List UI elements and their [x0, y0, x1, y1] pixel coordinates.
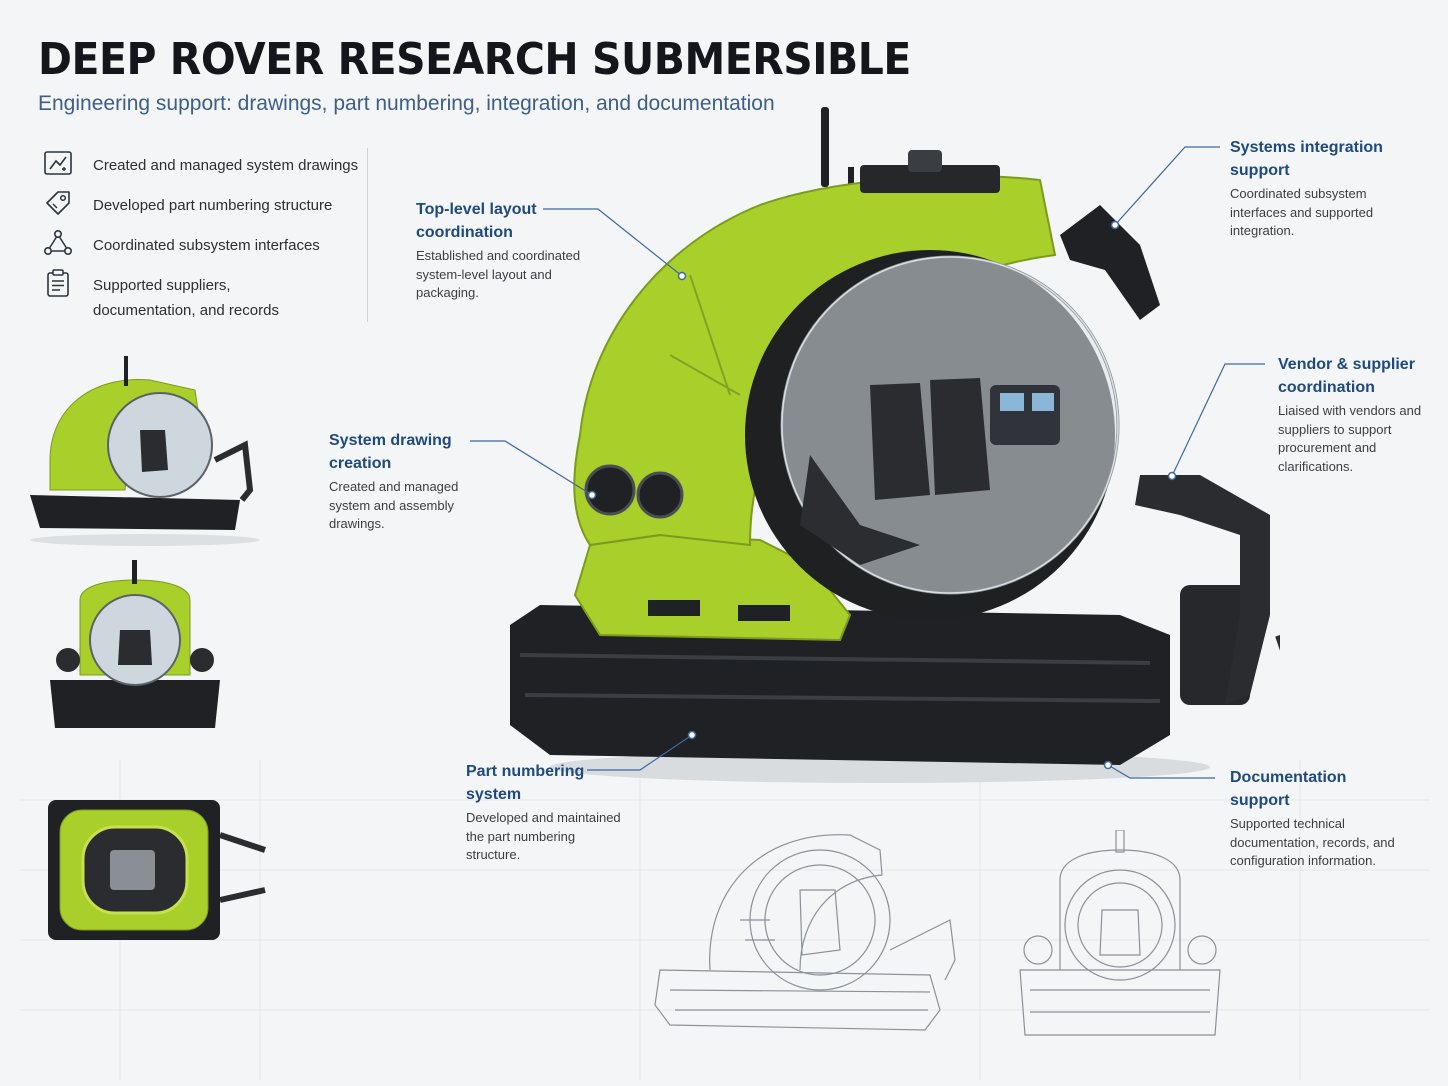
- blueprint-side-drawing: [654, 834, 956, 1031]
- feature-label: Created and managed system drawings: [93, 157, 359, 174]
- blueprint-front-drawing: [1019, 830, 1221, 1036]
- callout-system-drawing: System drawing creation Created and mana…: [329, 429, 469, 534]
- feature-divider: [367, 148, 368, 322]
- page-subtitle: Engineering support: drawings, part numb…: [38, 92, 775, 115]
- clipboard-icon: [47, 269, 69, 297]
- callout-description: Created and managed system and assembly …: [329, 479, 459, 531]
- network-icon: [43, 229, 72, 255]
- callout-title: Vendor & supplier coordination: [1278, 356, 1415, 396]
- feature-item-part-numbering: Developed part numbering structure: [42, 191, 362, 233]
- callout-systems-integration: Systems integration support Coordinated …: [1230, 136, 1400, 241]
- callout-title: Part numbering system: [466, 763, 585, 803]
- callout-description: Liaised with vendors and suppliers to su…: [1278, 403, 1422, 474]
- thumbnail-side-view: [30, 356, 260, 546]
- feature-item-suppliers: Supported suppliers, documentation, and …: [42, 269, 302, 325]
- feature-item-drawings: Created and managed system drawings: [42, 151, 362, 193]
- callout-description: Established and coordinated system-level…: [416, 248, 581, 300]
- callout-top-level-layout: Top-level layout coordination Establishe…: [416, 198, 591, 303]
- thumbnail-front-view: [50, 560, 220, 728]
- callout-description: Coordinated subsystem interfaces and sup…: [1230, 186, 1374, 238]
- callout-description: Supported technical documentation, recor…: [1230, 816, 1395, 868]
- callout-title: System drawing creation: [329, 432, 452, 472]
- feature-label: Coordinated subsystem interfaces: [93, 237, 320, 254]
- drawing-icon: [44, 151, 72, 175]
- submersible-main-illustration: [510, 107, 1280, 783]
- feature-item-interfaces: Coordinated subsystem interfaces: [42, 229, 362, 273]
- callout-part-numbering: Part numbering system Developed and main…: [466, 760, 626, 865]
- tag-icon: [46, 191, 70, 215]
- callout-title: Top-level layout coordination: [416, 201, 537, 241]
- page-title: DEEP ROVER RESEARCH SUBMERSIBLE: [38, 34, 911, 85]
- thumbnail-top-view: [48, 800, 266, 940]
- feature-label: Developed part numbering structure: [93, 197, 333, 214]
- callout-documentation: Documentation support Supported technica…: [1230, 766, 1400, 871]
- callout-description: Developed and maintained the part number…: [466, 810, 621, 862]
- callout-title: Systems integration support: [1230, 139, 1383, 179]
- callout-vendor-supplier: Vendor & supplier coordination Liaised w…: [1278, 353, 1438, 476]
- callout-title: Documentation support: [1230, 769, 1347, 809]
- feature-label: Supported suppliers, documentation, and …: [93, 277, 279, 319]
